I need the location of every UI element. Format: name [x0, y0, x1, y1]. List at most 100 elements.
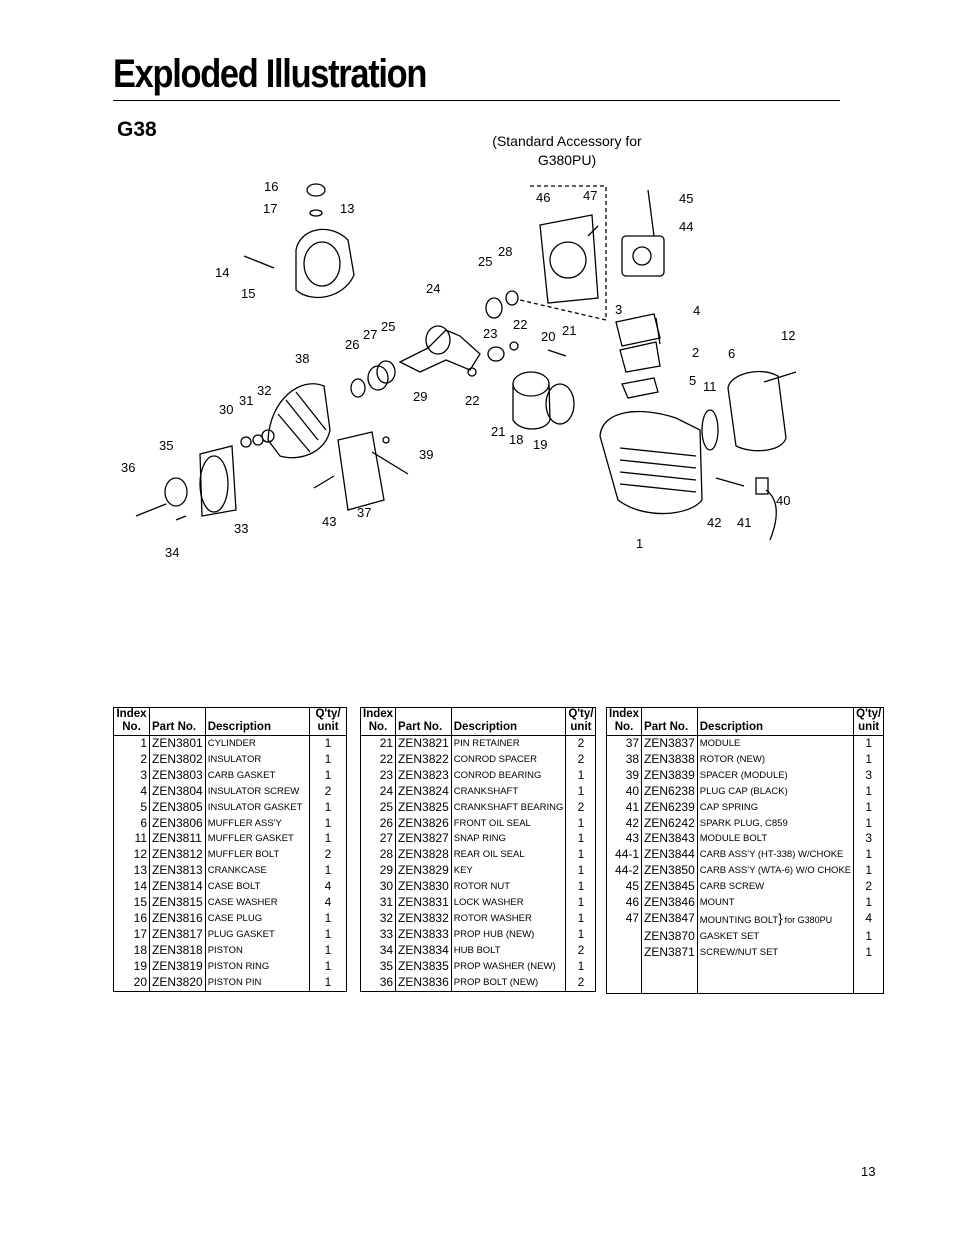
row-index: 20	[113, 974, 150, 991]
callout-22: 22	[513, 317, 527, 332]
row-index: 5	[113, 799, 150, 816]
row-part-no: ZEN3814	[149, 879, 206, 896]
row-part-no: ZEN3829	[395, 863, 452, 880]
callout-21: 21	[491, 424, 505, 439]
prop-bolt-part	[135, 503, 167, 517]
row-part-no: ZEN3817	[149, 926, 206, 943]
mount-note: for G380PU	[784, 914, 833, 925]
table-row: 11ZEN3811Muffler gasket1	[113, 831, 347, 848]
table-row: 34ZEN3834Hub bolt2	[360, 942, 596, 959]
callout-6: 6	[728, 346, 735, 361]
row-description: Case washer	[205, 895, 311, 911]
callout-18: 18	[509, 432, 523, 447]
row-qty: 1	[865, 751, 873, 766]
callout-15: 15	[241, 286, 255, 301]
row-description: Pin retainer	[451, 735, 567, 752]
row-index: 43	[606, 831, 643, 848]
case-plug-part	[306, 183, 326, 197]
row-description: Module bolt	[697, 831, 855, 848]
row-part-no: ZEN3832	[395, 910, 452, 927]
callout-36: 36	[121, 460, 135, 475]
callout-47: 47	[583, 188, 597, 203]
row-qty: 2	[577, 974, 585, 989]
cylinder-part	[599, 410, 703, 515]
table-row: 29ZEN3829Key1	[360, 863, 596, 880]
table-row: ZEN3871Screw/nut set1	[606, 944, 884, 961]
row-qty: 1	[865, 847, 873, 862]
callout-43: 43	[322, 514, 336, 529]
table-filler	[360, 990, 596, 991]
row-index: 2	[113, 751, 150, 768]
row-description: Carb ass'y (HT-338) w/choke	[697, 847, 855, 864]
row-index	[606, 944, 643, 961]
callout-38: 38	[295, 351, 309, 366]
row-qty: 4	[324, 895, 332, 910]
row-qty: 1	[577, 863, 585, 878]
mount-plate-hole	[549, 241, 587, 279]
table-row: 27ZEN3827Snap ring1	[360, 831, 596, 848]
callout-27: 27	[363, 327, 377, 342]
row-qty: 1	[577, 767, 585, 782]
rotor-part	[267, 383, 331, 459]
row-index: 11	[113, 831, 150, 848]
row-index: 19	[113, 958, 150, 975]
row-part-no: ZEN3819	[149, 958, 206, 975]
table-row: 12ZEN3812Muffler bolt2	[113, 847, 347, 864]
callout-35: 35	[159, 438, 173, 453]
callout-32: 32	[257, 383, 271, 398]
row-index: 26	[360, 815, 397, 832]
row-qty: 1	[577, 815, 585, 830]
row-part-no: ZEN3805	[149, 799, 206, 816]
row-part-no: ZEN3831	[395, 895, 452, 911]
table-row: 36ZEN3836Prop bolt (new)2	[360, 974, 596, 991]
row-index: 42	[606, 815, 643, 832]
row-index: 31	[360, 895, 397, 911]
table-row: 28ZEN3828Rear oil seal1	[360, 847, 596, 864]
callout-4: 4	[693, 303, 700, 318]
callout-46: 46	[536, 190, 550, 205]
row-description: Insulator	[205, 751, 311, 768]
table-row: 18ZEN3818Piston1	[113, 942, 347, 959]
callout-31: 31	[239, 393, 253, 408]
row-part-no: ZEN3823	[395, 767, 452, 784]
row-part-no: ZEN3838	[641, 751, 698, 768]
table-row: 15ZEN3815Case washer4	[113, 895, 347, 911]
table-filler	[606, 960, 884, 994]
row-part-no: ZEN3806	[149, 815, 206, 832]
row-index: 37	[606, 735, 643, 752]
row-index: 34	[360, 942, 397, 959]
row-qty: 1	[324, 767, 332, 782]
mount-plate	[539, 214, 599, 304]
row-qty: 1	[324, 974, 332, 989]
table-row: 24ZEN3824Crankshaft1	[360, 783, 596, 800]
row-part-no: ZEN3820	[149, 974, 206, 991]
row-part-no: ZEN3804	[149, 783, 206, 800]
row-qty: 1	[324, 910, 332, 925]
table-row: 33ZEN3833Prop hub (new)1	[360, 926, 596, 943]
row-description: Carb ass'y (WTA-6) w/o choke	[697, 863, 855, 880]
row-index: 18	[113, 942, 150, 959]
piston-pin-part	[547, 349, 567, 357]
row-index: 28	[360, 847, 397, 864]
row-part-no: ZEN3803	[149, 767, 206, 784]
table-row: 21ZEN3821Pin retainer2	[360, 735, 596, 752]
row-qty: 4	[865, 910, 873, 925]
row-part-no: ZEN3839	[641, 767, 698, 784]
row-description: Spacer (module)	[697, 767, 855, 784]
row-qty: 2	[324, 783, 332, 798]
callout-40: 40	[776, 493, 790, 508]
row-index: 13	[113, 863, 150, 880]
row-part-no: ZEN6242	[641, 815, 698, 832]
row-part-no: ZEN3844	[641, 847, 698, 864]
row-index: 36	[360, 974, 397, 991]
row-qty: 1	[577, 926, 585, 941]
row-index: 32	[360, 910, 397, 927]
row-part-no: ZEN3871	[641, 944, 698, 961]
row-qty: 1	[865, 895, 873, 910]
row-part-no: ZEN3837	[641, 735, 698, 752]
row-description: Piston	[205, 942, 311, 959]
row-description: Prop hub (new)	[451, 926, 567, 943]
row-part-no: ZEN3870	[641, 928, 698, 945]
col-part-no: Part No.	[641, 707, 698, 736]
module-part	[337, 431, 385, 511]
